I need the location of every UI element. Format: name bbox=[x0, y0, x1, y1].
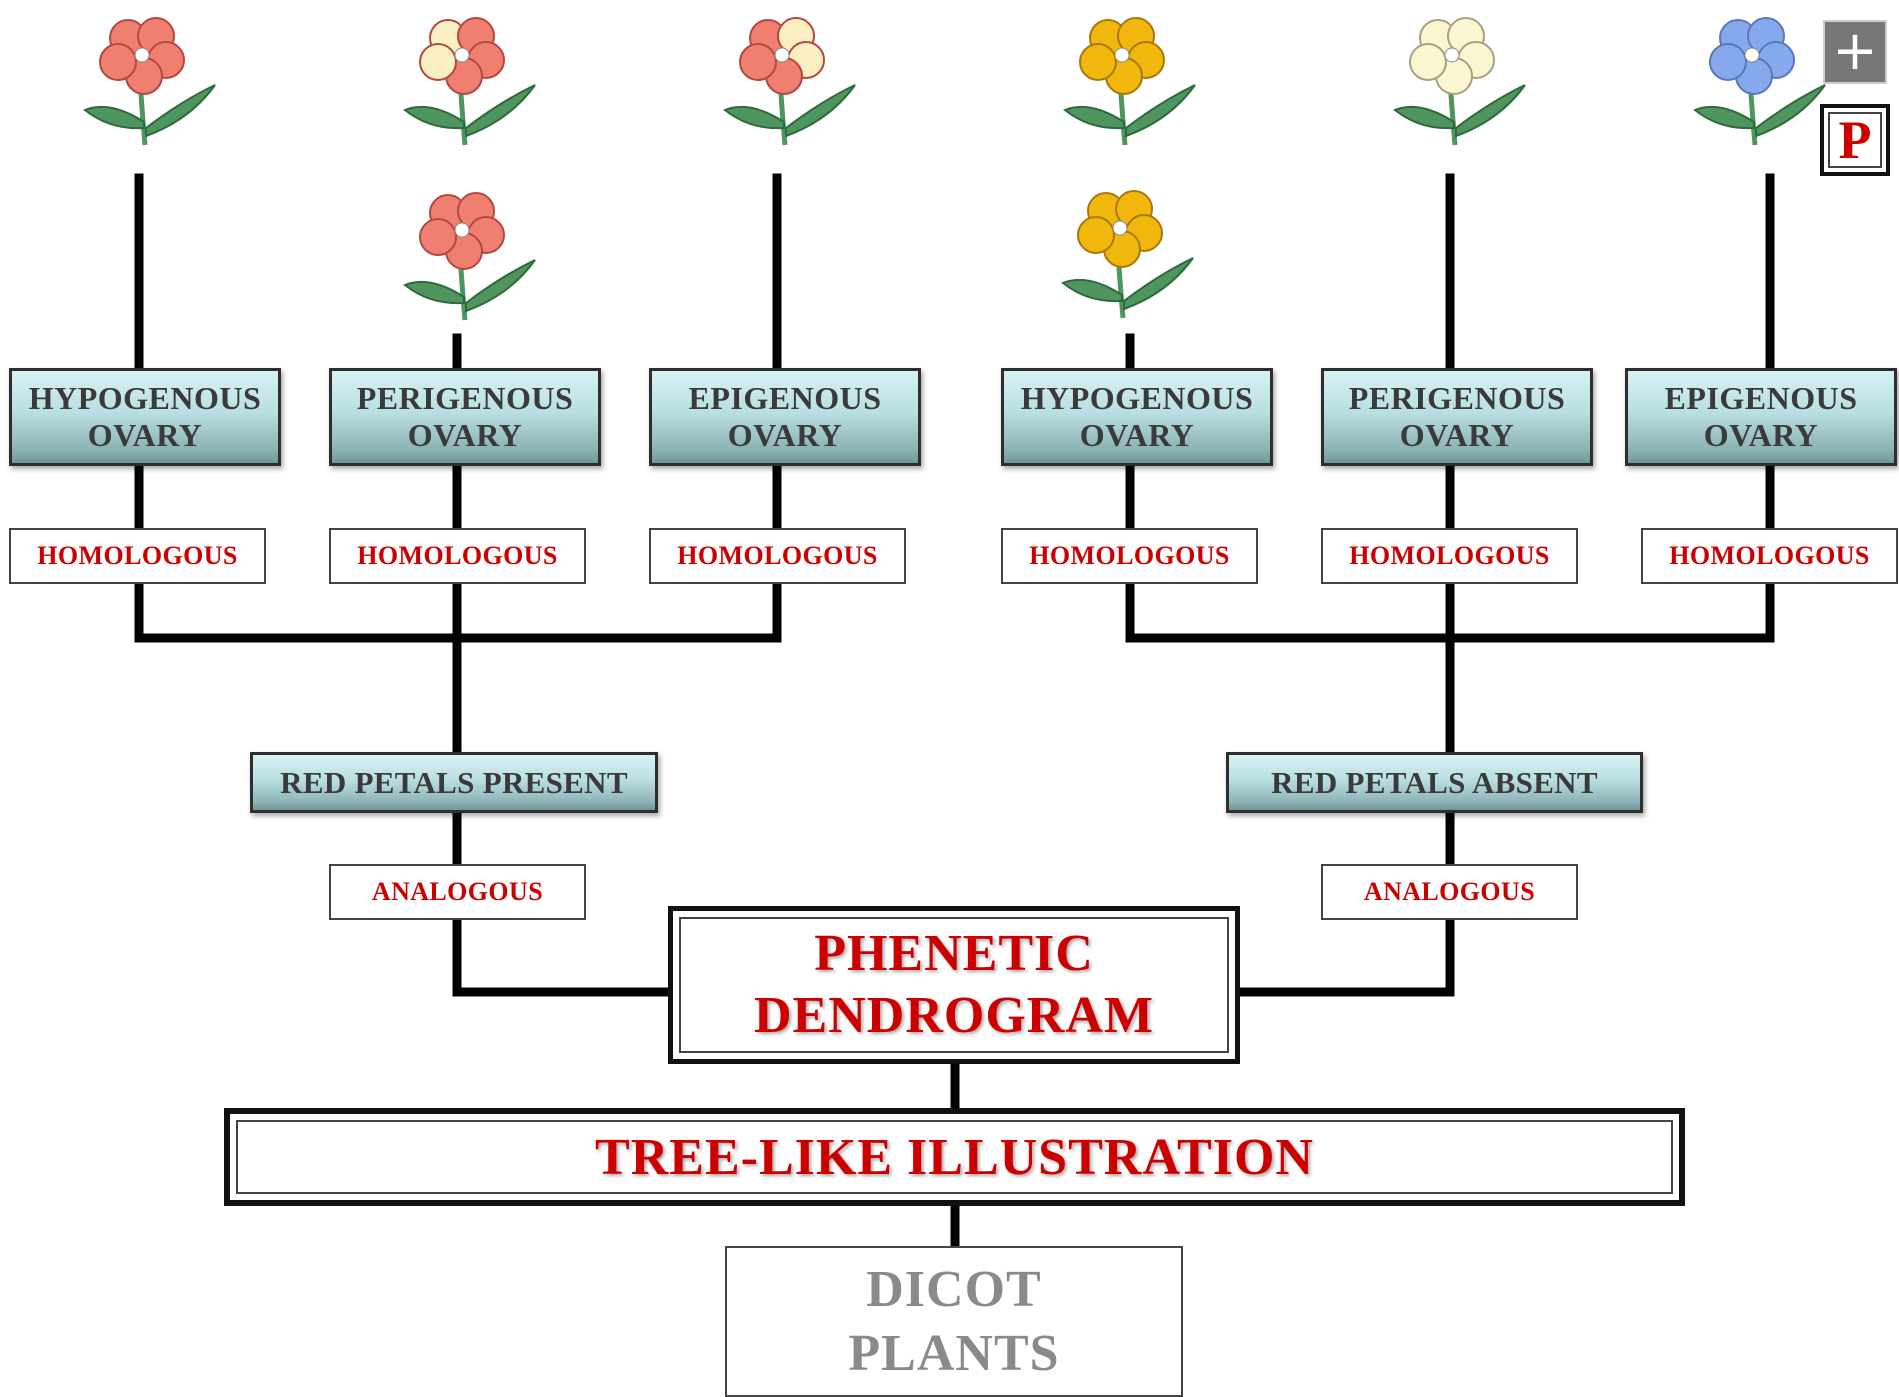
ovary-label: OVARY bbox=[1399, 417, 1515, 453]
ovary-box-epigenous-left: EPIGENOUS OVARY bbox=[649, 368, 921, 466]
plants-label: PLANTS bbox=[848, 1324, 1060, 1382]
phenetic-dendrogram-box: PHENETIC DENDROGRAM bbox=[668, 906, 1240, 1064]
phenetic-label: PHENETIC bbox=[814, 925, 1094, 982]
analogous-label: ANALOGOUS bbox=[371, 877, 544, 906]
ovary-label: EPIGENOUS bbox=[688, 380, 882, 416]
homologous-tag: HOMOLOGOUS bbox=[1641, 528, 1898, 584]
tree-like-illustration-box: TREE-LIKE ILLUSTRATION bbox=[224, 1108, 1685, 1206]
ovary-box-perigenous-left: PERIGENOUS OVARY bbox=[329, 368, 601, 466]
homologous-tag: HOMOLOGOUS bbox=[1321, 528, 1578, 584]
tree-like-illustration-inner: TREE-LIKE ILLUSTRATION bbox=[236, 1120, 1673, 1194]
homologous-tag: HOMOLOGOUS bbox=[649, 528, 906, 584]
ovary-label: OVARY bbox=[407, 417, 523, 453]
red-flower-icon bbox=[83, 17, 216, 146]
ovary-label: OVARY bbox=[1079, 417, 1195, 453]
homologous-tag: HOMOLOGOUS bbox=[329, 528, 586, 584]
homologous-label: HOMOLOGOUS bbox=[37, 541, 238, 570]
yellow-flower-icon bbox=[1061, 190, 1194, 319]
phenetic-dendrogram-inner: PHENETIC DENDROGRAM bbox=[679, 917, 1229, 1053]
red-petals-absent-box: RED PETALS ABSENT bbox=[1226, 752, 1643, 813]
ovary-box-hypogenous-right: HYPOGENOUS OVARY bbox=[1001, 368, 1273, 466]
homologous-tag: HOMOLOGOUS bbox=[1001, 528, 1258, 584]
homologous-tag: HOMOLOGOUS bbox=[9, 528, 266, 584]
tree-like-illustration-label: TREE-LIKE ILLUSTRATION bbox=[595, 1128, 1314, 1186]
dicot-plants-box: DICOT PLANTS bbox=[725, 1246, 1183, 1397]
homologous-label: HOMOLOGOUS bbox=[1029, 541, 1230, 570]
cream-red-flower-icon bbox=[723, 17, 856, 146]
plus-button[interactable]: + bbox=[1823, 20, 1887, 84]
homologous-label: HOMOLOGOUS bbox=[1349, 541, 1550, 570]
p-button-label: P bbox=[1828, 112, 1882, 168]
homologous-label: HOMOLOGOUS bbox=[1669, 541, 1870, 570]
ovary-label: PERIGENOUS bbox=[356, 380, 574, 416]
red-petals-present-label: RED PETALS PRESENT bbox=[280, 764, 628, 800]
ovary-box-hypogenous-left: HYPOGENOUS OVARY bbox=[9, 368, 281, 466]
red-cream-flower-icon bbox=[403, 17, 536, 146]
ovary-label: OVARY bbox=[727, 417, 843, 453]
dendrogram-label: DENDROGRAM bbox=[754, 987, 1154, 1044]
ovary-box-epigenous-right: EPIGENOUS OVARY bbox=[1625, 368, 1897, 466]
ovary-box-perigenous-right: PERIGENOUS OVARY bbox=[1321, 368, 1593, 466]
yellow-flower-icon bbox=[1063, 17, 1196, 146]
ovary-label: OVARY bbox=[1703, 417, 1819, 453]
analogous-tag: ANALOGOUS bbox=[329, 864, 586, 920]
ovary-label: OVARY bbox=[87, 417, 203, 453]
analogous-tag: ANALOGOUS bbox=[1321, 864, 1578, 920]
homologous-label: HOMOLOGOUS bbox=[677, 541, 878, 570]
cream-flower-icon bbox=[1393, 17, 1526, 146]
homologous-label: HOMOLOGOUS bbox=[357, 541, 558, 570]
ovary-label: PERIGENOUS bbox=[1348, 380, 1566, 416]
dicot-label: DICOT bbox=[866, 1260, 1042, 1318]
red-petals-present-box: RED PETALS PRESENT bbox=[250, 752, 658, 813]
blue-flower-icon bbox=[1693, 17, 1826, 146]
ovary-label: HYPOGENOUS bbox=[1020, 380, 1254, 416]
analogous-label: ANALOGOUS bbox=[1363, 877, 1536, 906]
red-petals-absent-label: RED PETALS ABSENT bbox=[1271, 764, 1598, 800]
p-button[interactable]: P bbox=[1820, 104, 1890, 176]
red-flower-icon bbox=[403, 192, 536, 321]
ovary-label: HYPOGENOUS bbox=[28, 380, 262, 416]
ovary-label: EPIGENOUS bbox=[1664, 380, 1858, 416]
